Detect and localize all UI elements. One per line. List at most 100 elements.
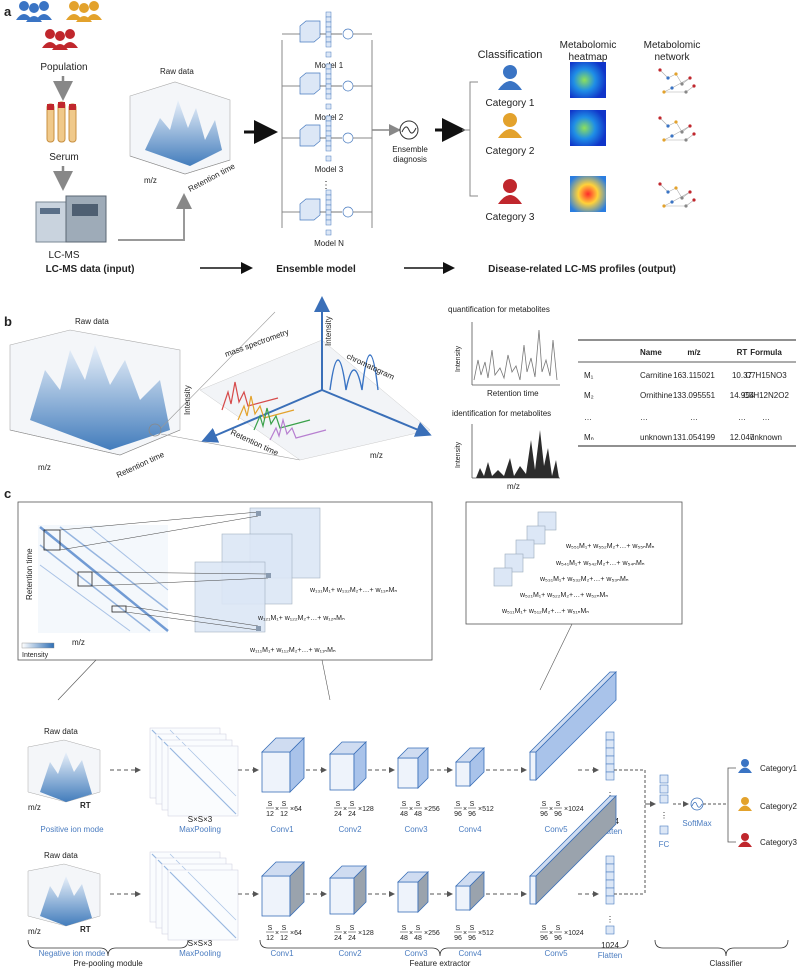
heatmap-image [570,62,606,98]
table-cell: 133.095551 [673,391,716,400]
person-icon [498,113,522,138]
lcms-label: LC-MS [48,250,79,261]
mz-label-c: m/z [72,638,85,647]
conv-dim-den1: 48 [400,811,408,818]
category-row: Category 3 [486,176,696,223]
model-label: Model N [314,239,344,248]
ensemble-diagnosis-line1: Ensemble [392,145,428,154]
conv-dim-den2: 96 [554,811,562,818]
network-image [658,68,696,94]
conv-label: Conv4 [458,949,482,958]
conv-label: Conv3 [404,825,428,834]
table-header-cell: Formula [750,348,782,357]
table-header-cell: RT [737,348,748,357]
heatmap-image [570,110,606,146]
conv-dim-times: × [409,930,413,937]
conv-dim-den2: 48 [414,811,422,818]
conv-dim-ch: ×1024 [564,930,584,937]
mass-spectrometry-label: mass spectrometry [224,327,291,359]
negative-mode-label: Negative ion mode [39,949,106,958]
conv-dim-ch: ×512 [478,806,494,813]
ensemble-model-title: Ensemble model [276,264,356,275]
table-header-cell: m/z [687,348,700,357]
serum-label: Serum [49,152,78,163]
classification-header: Classification [478,49,543,61]
table-cell: … [584,413,592,422]
quant-ylabel: Intensity [455,345,462,372]
pre-pooling-label: Pre-pooling module [73,959,143,968]
conv-dim-ch: ×128 [358,930,374,937]
conv-dim-times: × [409,806,413,813]
conv-dim-s2: S [282,801,287,808]
table-cell: unknown [640,433,672,442]
softmax-label: SoftMax [682,819,711,828]
ident-ylabel: Intensity [455,441,462,468]
conv-dim-s2: S [416,801,421,808]
intensity-label-b: Intensity [183,385,192,415]
person-icon [738,759,752,773]
person-icon [738,797,752,811]
table-cell: … [738,413,746,422]
conv-dim-ch: ×64 [290,930,302,937]
raw-data-3d-thumb [27,739,101,803]
conv-dim-s1: S [336,801,341,808]
table-cell: … [640,413,648,422]
conv-label: Conv5 [544,825,568,834]
conv-dim-den1: 96 [454,935,462,942]
table-cell: 10.37 [732,371,753,380]
classifier-category: Category1 [738,759,797,773]
conv-dim-den2: 48 [414,935,422,942]
heatmap-header-1: Metabolomic [560,40,617,51]
intensity-axis-label: Intensity [324,316,333,346]
classifier-label: Classifier [710,959,743,968]
conv-dim-den1: 24 [334,935,342,942]
conv-dim-den2: 96 [468,935,476,942]
category-row: Category 2 [486,110,696,157]
population-label: Population [40,62,87,73]
conv-dim-s2: S [556,925,561,932]
conv-label: Conv2 [338,825,362,834]
network-image [658,116,696,142]
mz-label-b: m/z [38,463,51,472]
table-cell: Mₙ [584,433,594,442]
conv-dim-den2: 96 [554,935,562,942]
raw-data-3d-plot-a [129,81,231,175]
conv-label: Conv4 [458,825,482,834]
table-cell: Ornithine [640,391,673,400]
table-cell: M₂ [584,391,594,400]
mz-label: m/z [28,927,41,936]
eq-right-4: w₅₂₁M₁+ w₅₂₂M₂+…+ w₅₂ₙMₙ [519,592,608,599]
conv-dim-den1: 96 [540,811,548,818]
conv-label: Conv3 [404,949,428,958]
model-block: Model N [282,189,372,248]
flatten-ellipsis: ⋮ [606,915,614,924]
flatten-label: Flatten [598,951,622,960]
classifier-category-label: Category1 [760,764,797,773]
ident-spectrum-chart [471,424,560,479]
table-cell: 131.054199 [673,433,716,442]
rt-label: RT [80,801,91,810]
panel-c-letter: c [4,486,11,501]
conv-dim-s1: S [268,925,273,932]
feature-extractor-label: Feature extractor [410,959,471,968]
conv-dim-s2: S [470,801,475,808]
conv-dim-den2: 96 [468,811,476,818]
person-icon [498,65,522,90]
raw-data-label: Raw data [44,727,78,736]
ensemble-diagnosis-line2: diagnosis [393,155,427,164]
table-cell: 12.047 [730,433,755,442]
conv-dim-s1: S [402,925,407,932]
table-row: …………… [584,413,770,422]
raw-data-label-b: Raw data [75,317,109,326]
